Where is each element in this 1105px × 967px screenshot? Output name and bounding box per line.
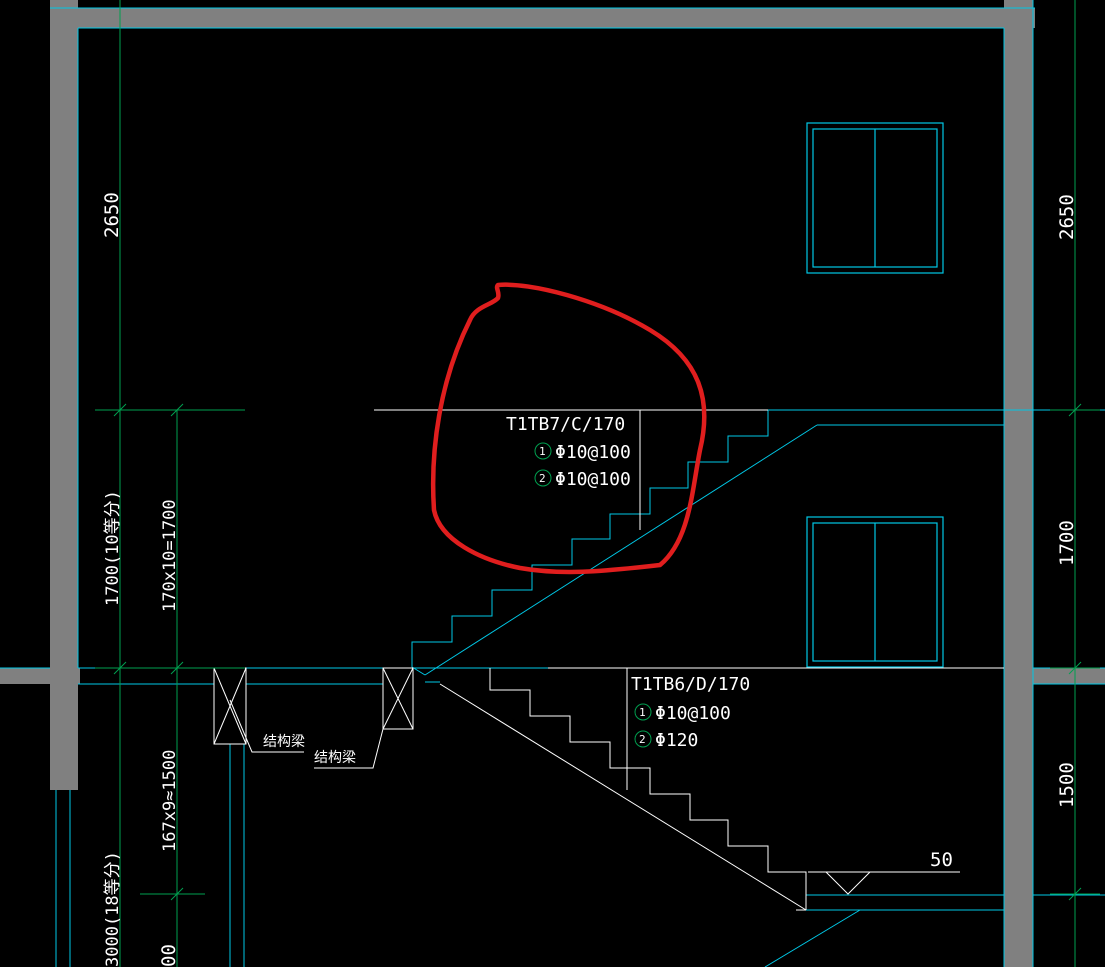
upper-rebar-2-marker-circle <box>534 469 552 487</box>
top-slab <box>50 8 1035 28</box>
left-wall <box>50 0 78 790</box>
dim-left-top: 2650 <box>101 192 123 238</box>
lower-rebar-2-marker-circle <box>634 730 652 748</box>
dimension-lines <box>95 0 1100 967</box>
dim-right-top: 2650 <box>1056 194 1078 240</box>
lower-rebar-2: Φ120 <box>655 730 698 751</box>
upper-flight <box>411 409 1004 967</box>
lower-flight <box>439 668 807 911</box>
reference-lines <box>374 409 1004 895</box>
dim-left-low-outer: 3000(18等分) <box>103 851 123 967</box>
lower-rebar-1-marker: 1 <box>639 706 646 719</box>
dim-small-mark: 50 <box>930 849 953 871</box>
beam-box-2 <box>382 667 414 730</box>
dim-left-low-inner: 167x9≈1500 <box>160 750 180 852</box>
beam-leader-2 <box>314 728 384 769</box>
lower-rebar-1-marker-circle <box>634 703 652 721</box>
dim-right-low: 1500 <box>1056 762 1078 808</box>
dim-left-bottom-partial: 00 <box>158 944 180 967</box>
window-upper <box>806 122 944 274</box>
lower-flight-label: T1TB6/D/170 <box>631 674 750 695</box>
upper-rebar-1: Φ10@100 <box>555 442 631 463</box>
dim-right-mid: 1700 <box>1056 520 1078 566</box>
upper-rebar-1-marker: 1 <box>539 445 546 458</box>
window-lower <box>806 516 944 668</box>
red-markup-circle <box>430 282 707 575</box>
upper-rebar-2-marker: 2 <box>539 472 546 485</box>
upper-rebar-2: Φ10@100 <box>555 469 631 490</box>
beam-label-2: 结构梁 <box>314 750 356 766</box>
elevation-triangle <box>825 871 871 895</box>
right-wall <box>1004 0 1033 967</box>
beam-label-1: 结构梁 <box>263 734 305 750</box>
floor-slab-left <box>0 668 80 684</box>
floor-slab-right <box>1032 668 1105 684</box>
lower-rebar-2-marker: 2 <box>639 733 646 746</box>
upper-flight-label: T1TB7/C/170 <box>506 414 625 435</box>
dim-left-mid-outer: 1700(10等分) <box>103 490 123 606</box>
dim-left-mid-inner: 170x10=1700 <box>160 499 180 612</box>
lower-rebar-1: Φ10@100 <box>655 703 731 724</box>
upper-rebar-1-marker-circle <box>534 442 552 460</box>
beam-leader-1 <box>229 699 304 753</box>
